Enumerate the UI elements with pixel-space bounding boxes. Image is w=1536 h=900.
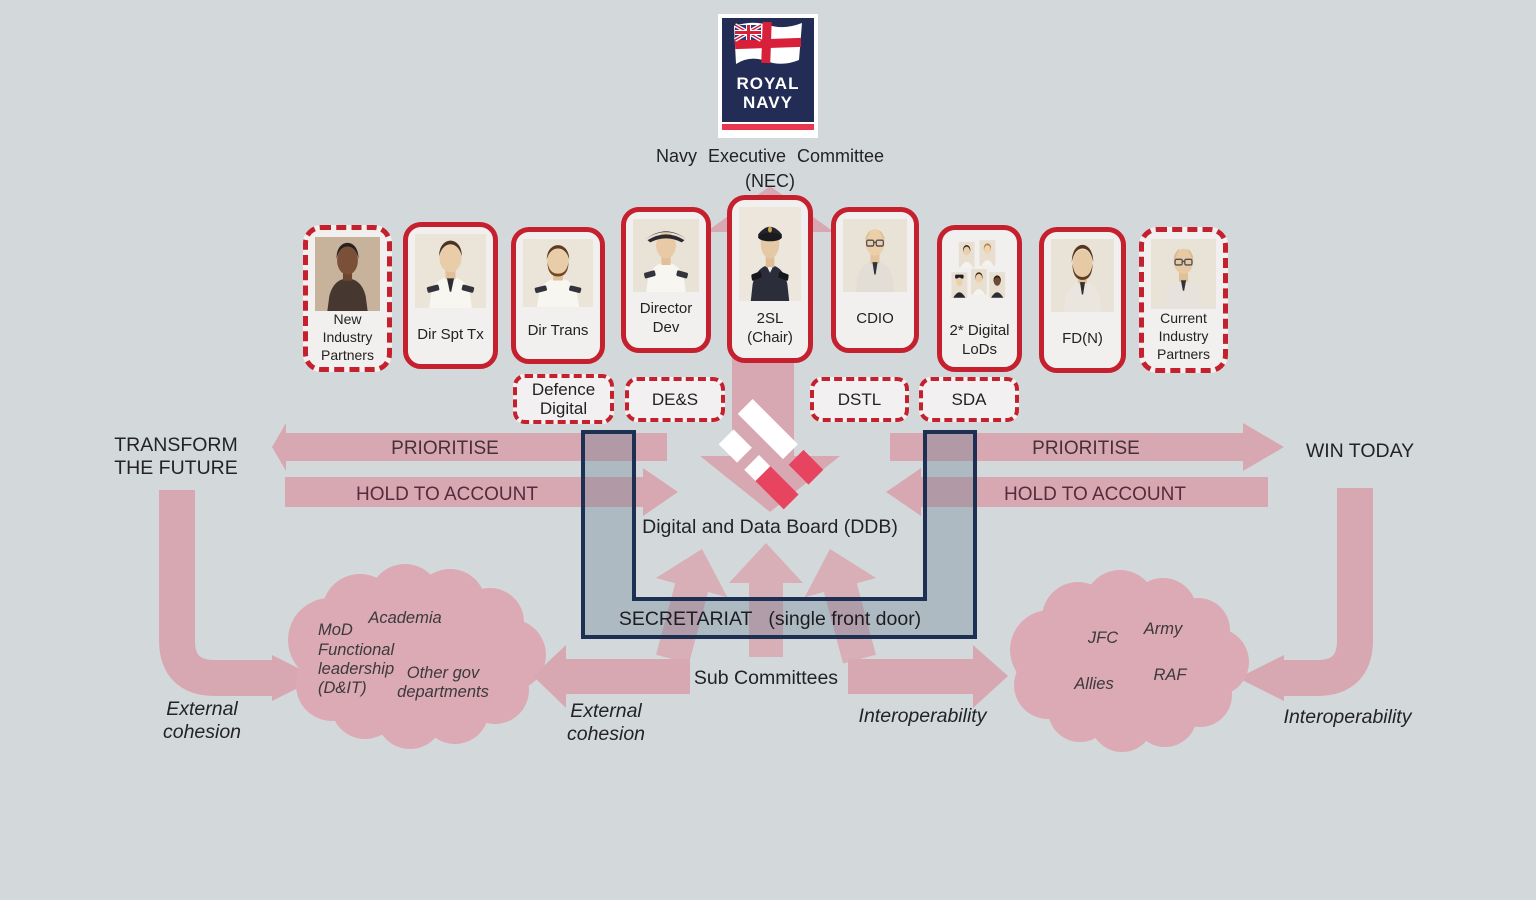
member-label: Director Dev [639,300,693,336]
cloud-item-mod: MoD [318,621,353,639]
member-label: FD(N) [1062,329,1103,347]
member-label: Dir Spt Tx [417,325,484,343]
nec-title: Navy Executive Committee [655,146,885,166]
interoperability-curved-arrow [1238,488,1373,701]
secretariat-title: SECRETARIAT [618,608,753,630]
cloud-item-army: Army [1143,620,1183,638]
portrait-dir-spt-tx [415,234,486,308]
ddb-logo-icon [718,399,824,510]
outcome-win-today: WIN TODAY [1305,440,1415,462]
hold-to-account-right-arrow [886,468,1268,516]
member-label: Dir Trans [527,322,589,339]
interoperability-mid-label: Interoperability [858,705,987,727]
cloud-item-raf: RAF [1153,666,1187,684]
sub-committees-left-arrow [533,645,690,708]
portrait-cdio [843,219,907,292]
royal-navy-logo: ROYAL NAVY [718,14,818,138]
outcome-transform-the-future: TRANSFORM THE FUTURE [114,434,238,479]
portrait-fdn [1051,239,1114,312]
nec-abbr: (NEC) [745,171,795,191]
member-card-2star-digital-lods: 2* Digital LoDs [937,225,1022,372]
portrait-dir-trans [523,239,593,307]
hold-to-account-left-label: HOLD TO ACCOUNT [356,484,538,505]
white-ensign-flag-icon [734,21,802,64]
logo-red-stripe [722,124,814,130]
external-cohesion-left-label: External cohesion [162,698,242,743]
member-card-dir-spt-tx: Dir Spt Tx [403,222,498,369]
org-box-dstl: DSTL [810,377,909,422]
cloud-item-jfc: JFC [1087,629,1119,647]
cloud-item-functional-leadership: Functional leadership (D&IT) [318,641,395,697]
sub-committees-label: Sub Committees [693,667,839,689]
hold-to-account-left-arrow [285,468,678,516]
member-label: 2SL (Chair) [747,309,793,346]
member-label: Current Industry Partners [1157,310,1210,362]
cloud-item-allies: Allies [1074,675,1114,693]
external-stakeholders-cloud [288,564,546,749]
hold-to-account-right-label: HOLD TO ACCOUNT [1004,484,1186,505]
royal-navy-logo-panel: ROYAL NAVY [722,18,814,122]
portrait-director-dev [633,219,699,292]
org-box-sda: SDA [919,377,1019,422]
portrait-2star-digital-lods [949,237,1010,317]
cloud-item-other-gov: Other gov departments [397,664,489,701]
secretariat-frame [581,430,977,639]
org-box-des: DE&S [625,377,725,422]
secretariat-label: SECRETARIAT (single front door) [600,608,940,631]
member-card-current-industry-partners: Current Industry Partners [1139,227,1228,373]
royal-navy-wordmark: ROYAL NAVY [736,74,800,112]
prioritise-left-label: PRIORITISE [391,438,499,459]
sub-committees-right-arrow [848,645,1008,708]
military-partners-cloud [1010,570,1249,752]
member-card-fdn: FD(N) [1039,227,1126,373]
external-cohesion-mid-label: External cohesion [566,700,646,745]
secretariat-subtitle: (single front door) [768,608,922,630]
portrait-current-industry-partners [1151,239,1216,309]
member-card-2sl-chair: 2SL (Chair) [727,195,813,363]
member-card-cdio: CDIO [831,207,919,353]
prioritise-left-arrow [272,423,667,471]
org-box-defence-digital: Defence Digital [513,374,614,424]
sub-committee-input-arrows [655,543,877,664]
member-card-dir-trans: Dir Trans [511,227,605,364]
ddb-board-label: Digital and Data Board (DDB) [642,516,898,538]
prioritise-right-arrow [890,423,1284,471]
prioritise-right-label: PRIORITISE [1032,438,1140,459]
member-label: 2* Digital LoDs [949,321,1010,358]
portrait-2sl [739,207,801,301]
member-card-new-industry-partners: New Industry Partners [303,225,392,372]
member-label: New Industry Partners [321,311,374,363]
cloud-item-academia: Academia [368,609,442,627]
member-card-director-dev: Director Dev [621,207,711,353]
external-cohesion-curved-arrow [159,490,318,701]
portrait-new-industry-partners [315,237,380,311]
member-label: CDIO [856,309,894,327]
interoperability-right-label: Interoperability [1283,706,1412,728]
